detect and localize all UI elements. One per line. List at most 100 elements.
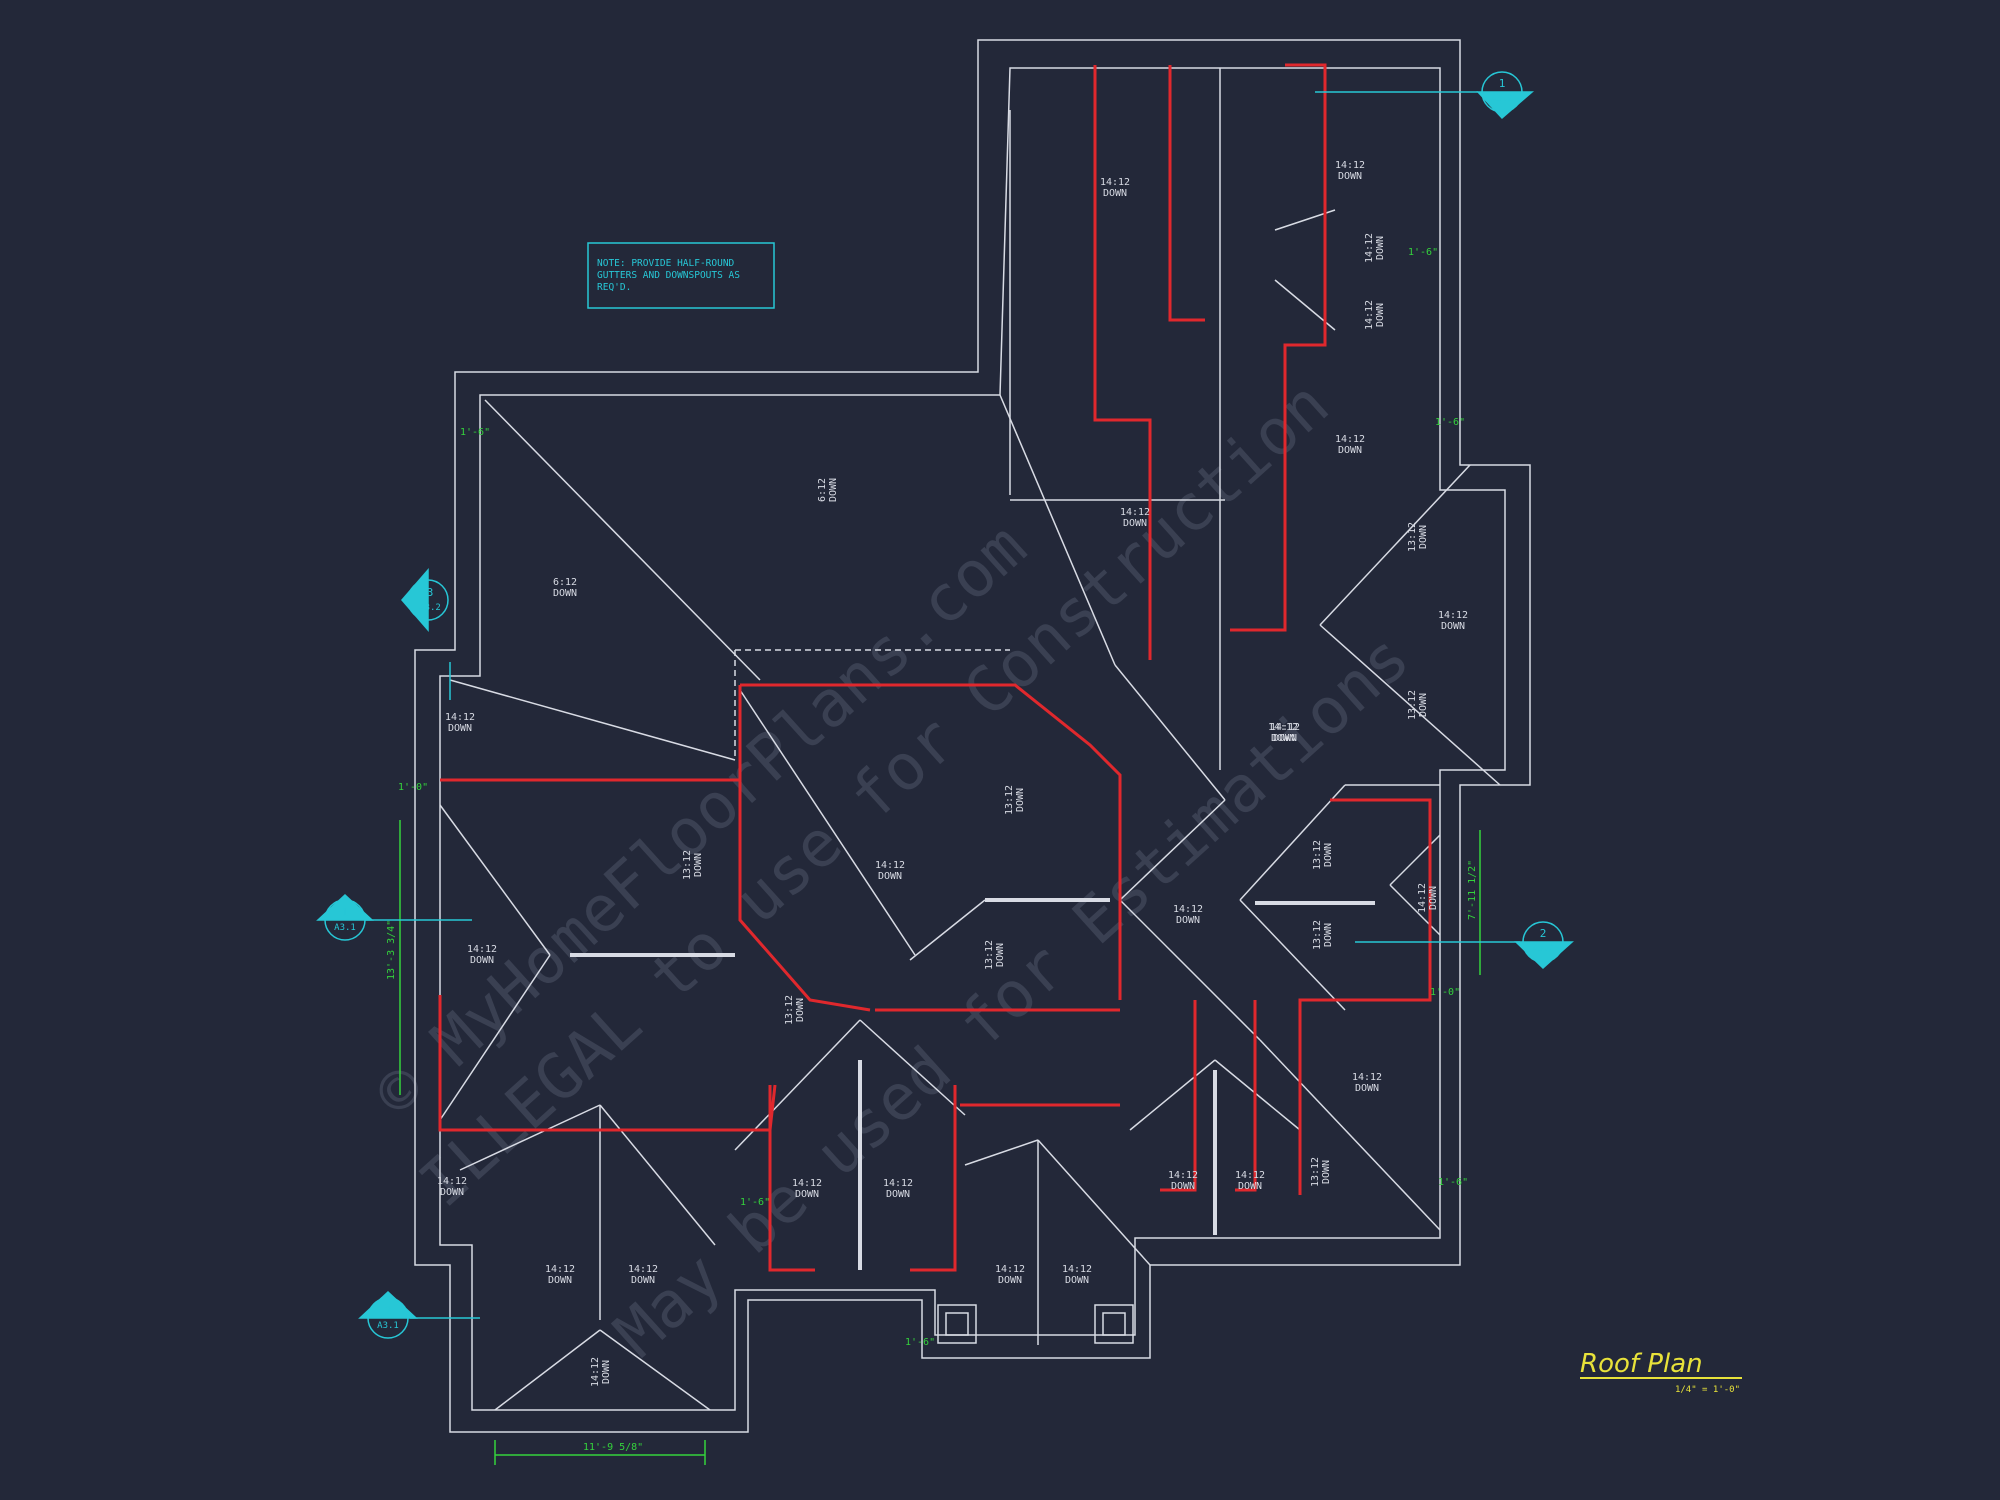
slope-direction: DOWN (878, 871, 902, 882)
eave-outline (414, 39, 1531, 1433)
note-line-1: NOTE: PROVIDE HALF-ROUND (597, 258, 735, 269)
hip-line (1259, 1039, 1441, 1231)
callout-arrow-icon (316, 893, 374, 921)
hip-line (1214, 1059, 1301, 1131)
slope-pitch: 14:12 (1268, 722, 1298, 733)
slope-pitch: 14:12 (1235, 1170, 1265, 1181)
slope-direction: DOWN (1441, 621, 1465, 632)
slope-direction: DOWN (998, 1275, 1022, 1286)
hip-line (439, 804, 551, 956)
hip-line (1119, 899, 1261, 1041)
slope-direction: DOWN (828, 478, 839, 502)
hip-line (1129, 1059, 1216, 1131)
slope-pitch: 13:12 (1407, 522, 1418, 552)
hip-line (599, 1329, 711, 1411)
slope-pitch: 6:12 (817, 478, 828, 502)
slope-pitch: 13:12 (784, 995, 795, 1025)
slope-pitch: 14:12 (445, 712, 475, 723)
dimension-label: 1'-6" (1438, 1177, 1468, 1188)
slope-pitch: 14:12 (628, 1264, 658, 1275)
slope-direction: DOWN (1176, 915, 1200, 926)
slope-direction: DOWN (795, 1189, 819, 1200)
red-ridge (910, 1085, 957, 1272)
hip-line (734, 1019, 861, 1151)
hip-line (1119, 799, 1226, 901)
red-ridge (1093, 65, 1152, 660)
red-ridge (438, 995, 777, 1132)
callout-sheet: A3.2 (419, 603, 441, 613)
dimension-label: 1'-6" (1408, 247, 1438, 258)
slope-pitch: 14:12 (1168, 1170, 1198, 1181)
hip-line (599, 1104, 716, 1246)
drawing-scale: 1/4" = 1'-0" (1675, 1385, 1740, 1395)
slope-direction: DOWN (440, 1187, 464, 1198)
hip-line (909, 899, 986, 961)
porch-column (937, 1304, 977, 1344)
dimension-label: 1'-0" (398, 782, 428, 793)
callout-arrow-icon (358, 1290, 418, 1319)
slope-direction: DOWN (1103, 188, 1127, 199)
slope-pitch: 14:12 (437, 1176, 467, 1187)
hip-line (1239, 784, 1346, 901)
slope-direction: DOWN (1338, 171, 1362, 182)
porch-column (1094, 1304, 1134, 1344)
slope-pitch: 13:12 (1310, 1157, 1321, 1187)
hip-line (459, 1104, 601, 1171)
dimension-label: 1'-6" (460, 427, 490, 438)
dimension-label: 13'-3 3/4" (386, 920, 397, 980)
hip-line (1239, 899, 1346, 1011)
slope-direction: DOWN (1375, 303, 1386, 327)
ridge-framing (438, 63, 1432, 1272)
dimension-label: 1'-6" (740, 1197, 770, 1208)
slope-direction: DOWN (1015, 788, 1026, 812)
roof-outline (414, 39, 1531, 1433)
section-callout: 2 A3.2 (1355, 921, 1574, 970)
callout-arrow-icon (401, 567, 429, 633)
slope-direction: DOWN (1171, 1181, 1195, 1192)
slope-direction: DOWN (1338, 445, 1362, 456)
title-block: Roof Plan 1/4" = 1'-0" (1580, 1349, 1742, 1395)
section-callouts: 1 A3.2 3 A3.2 1 A3.1 2 A3.2 (316, 71, 1574, 1339)
slope-direction: DOWN (1428, 886, 1439, 910)
hip-line (1319, 624, 1501, 786)
slope-direction: DOWN (1271, 733, 1295, 744)
drawing-title: Roof Plan (1580, 1349, 1703, 1379)
hip-line (1389, 884, 1441, 936)
slope-direction: DOWN (470, 955, 494, 966)
slope-direction: DOWN (1375, 236, 1386, 260)
porch-column (1102, 1312, 1126, 1336)
gutter-note: NOTE: PROVIDE HALF-ROUND GUTTERS AND DOW… (587, 242, 775, 309)
dimension-label: 1'-0" (1430, 987, 1460, 998)
hip-line (439, 954, 551, 1121)
section-callout: 1 A3.2 (1315, 71, 1535, 120)
slope-direction: DOWN (548, 1275, 572, 1286)
section-callout: 3 A3.2 (401, 567, 451, 700)
slope-pitch: 14:12 (545, 1264, 575, 1275)
slope-pitch: 14:12 (1335, 160, 1365, 171)
slope-direction: DOWN (1123, 518, 1147, 529)
hip-line (484, 399, 761, 681)
dimension-label: 1'-6" (1435, 417, 1465, 428)
slope-direction: DOWN (1323, 923, 1334, 947)
slope-direction: DOWN (553, 588, 577, 599)
slope-pitch: 14:12 (467, 944, 497, 955)
slope-pitch: 6:12 (553, 577, 577, 588)
